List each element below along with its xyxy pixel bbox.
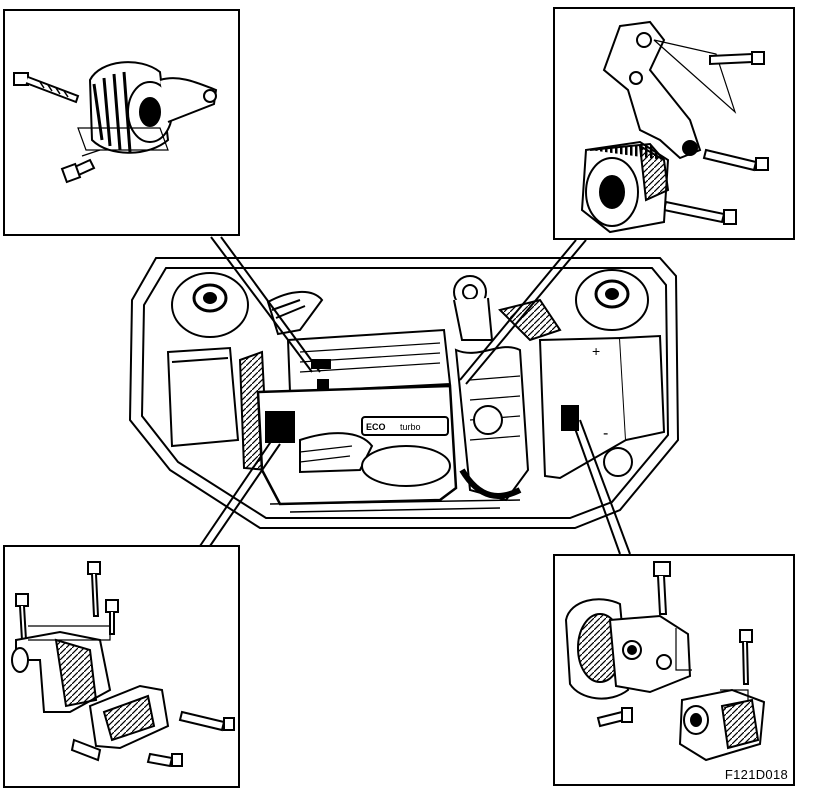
figure-code: F121D018 xyxy=(724,767,788,782)
detail-gearbox-mount-left xyxy=(553,554,795,786)
leader-line-bottom-right xyxy=(571,419,621,555)
strut-tower-left xyxy=(171,272,249,338)
rubber-bushing-mount-icon xyxy=(77,61,218,154)
battery-negative-label: - xyxy=(603,425,608,442)
engine-bay: + - ECO turbo xyxy=(128,257,680,529)
leader-line-top-right xyxy=(459,239,577,381)
detail-engine-mount-front-bracket xyxy=(3,545,240,788)
bolt-icon xyxy=(15,561,235,768)
bracket-mount-icon xyxy=(11,625,112,713)
hydraulic-mount-icon xyxy=(580,140,670,234)
leader-line-top-left xyxy=(210,236,313,373)
battery: + - xyxy=(538,334,666,480)
leader-line-bottom-left xyxy=(199,439,273,547)
hydraulic-mount-icon xyxy=(564,598,692,700)
detail-gearbox-mount-rear-bracket xyxy=(553,7,795,240)
detail-engine-mount-right-front xyxy=(3,9,240,236)
bolt-icon xyxy=(662,51,769,225)
mount-plate-icon xyxy=(70,684,170,762)
bolt-icon xyxy=(13,72,80,104)
cam-cover xyxy=(286,328,452,394)
battery-positive-label: + xyxy=(592,343,600,359)
engine-turbo-text: turbo xyxy=(400,422,421,432)
coolant-reservoir xyxy=(453,275,494,341)
bolt-icon xyxy=(596,561,753,728)
bracket-mount-icon xyxy=(602,20,737,160)
engine-cover: ECO turbo xyxy=(256,384,458,506)
engine-brand-text: ECO xyxy=(366,422,386,432)
small-bolt-icon xyxy=(60,149,101,184)
strut-tower-right xyxy=(575,269,649,331)
leader-lines xyxy=(199,236,631,555)
